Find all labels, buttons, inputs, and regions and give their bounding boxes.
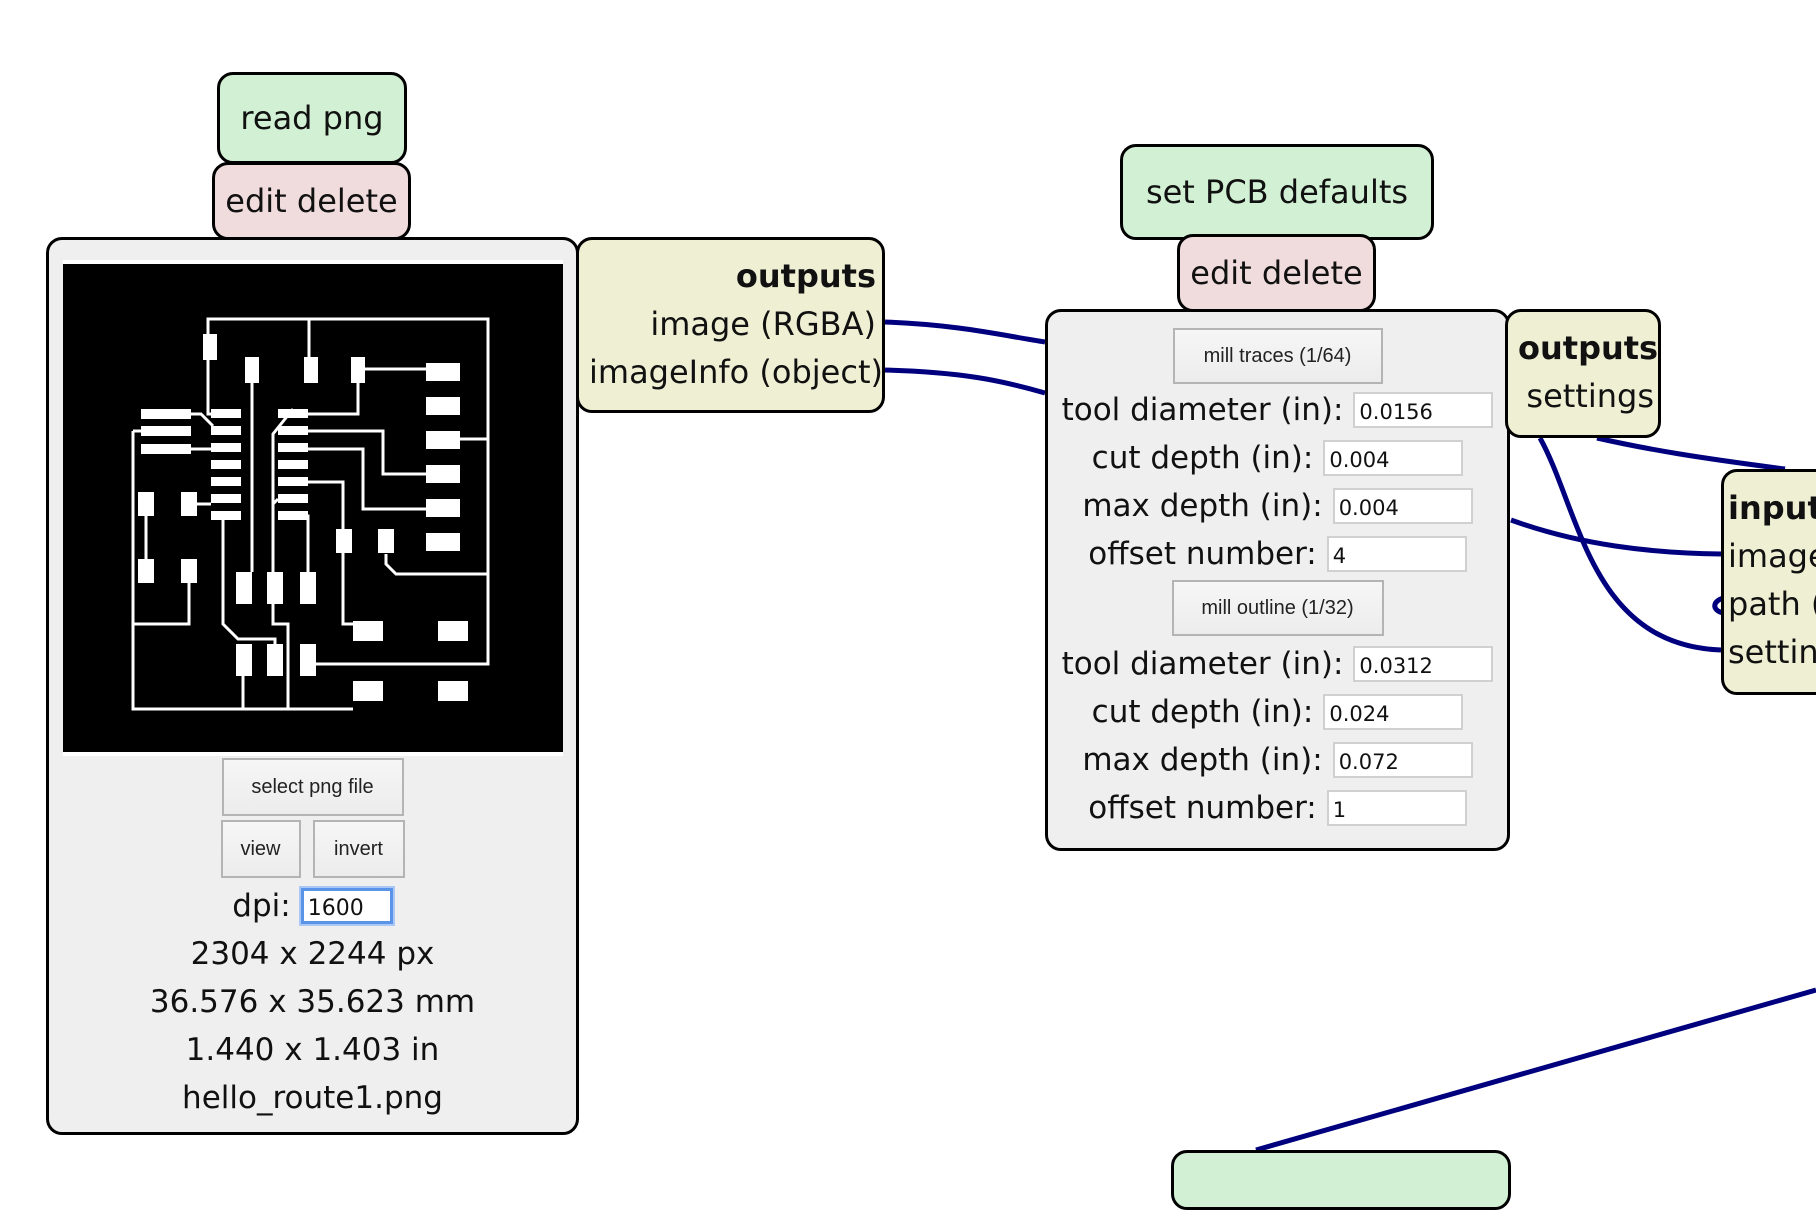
outline-offset-number-label: offset number: xyxy=(1088,790,1317,826)
read-png-title[interactable]: read png xyxy=(217,72,407,164)
traces-offset-number-input[interactable] xyxy=(1326,536,1467,572)
outline-max-depth-row: max depth (in): xyxy=(1048,736,1507,784)
mill-traces-button[interactable]: mill traces (1/64) xyxy=(1172,328,1383,384)
traces-tool-diameter-row: tool diameter (in): xyxy=(1048,386,1507,434)
outputs-title: outputs xyxy=(1518,329,1659,367)
pcb-defaults-outputs: outputs settings xyxy=(1505,309,1661,438)
outputs-title: outputs xyxy=(735,257,876,295)
view-button[interactable]: view xyxy=(220,820,301,878)
wire-image-to-pcb xyxy=(884,319,1046,345)
output-port-image[interactable]: image (RGBA) xyxy=(650,305,876,343)
wire-pcb-to-input-image xyxy=(1510,517,1722,557)
inputs-title: inputs xyxy=(1728,489,1816,527)
outline-cut-depth-label: cut depth (in): xyxy=(1091,694,1314,730)
traces-offset-number-label: offset number: xyxy=(1088,536,1317,572)
traces-tool-diameter-label: tool diameter (in): xyxy=(1061,392,1344,428)
input-port-settings[interactable]: settings xyxy=(1728,633,1816,671)
pcb-defaults-actions-label[interactable]: edit delete xyxy=(1190,254,1363,292)
invert-button[interactable]: invert xyxy=(312,820,405,878)
traces-max-depth-label: max depth (in): xyxy=(1082,488,1323,524)
input-port-path[interactable]: path ( xyxy=(1728,585,1816,623)
traces-max-depth-row: max depth (in): xyxy=(1048,482,1507,530)
read-png-title-label: read png xyxy=(240,99,384,137)
outline-max-depth-label: max depth (in): xyxy=(1082,742,1323,778)
dpi-input[interactable] xyxy=(300,888,393,924)
select-png-file-button[interactable]: select png file xyxy=(221,758,404,816)
outline-tool-diameter-row: tool diameter (in): xyxy=(1048,640,1507,688)
input-port-image[interactable]: image xyxy=(1728,537,1816,575)
traces-offset-number-row: offset number: xyxy=(1048,530,1507,578)
outline-tool-diameter-label: tool diameter (in): xyxy=(1061,646,1344,682)
connection-wires xyxy=(884,319,1816,1153)
next-module-inputs: inputs image path ( settings xyxy=(1721,469,1816,695)
pcb-defaults-title-label: set PCB defaults xyxy=(1145,173,1409,211)
size-in: 1.440 x 1.403 in xyxy=(185,1032,440,1068)
wire-imageinfo-to-pcb xyxy=(884,367,1046,396)
outline-cut-depth-input[interactable] xyxy=(1323,694,1464,730)
size-px: 2304 x 2244 px xyxy=(190,936,435,972)
traces-max-depth-input[interactable] xyxy=(1332,488,1473,524)
wire-to-bottom-module xyxy=(1255,987,1816,1153)
pcb-preview-image xyxy=(63,260,563,756)
bottom-module-title[interactable] xyxy=(1171,1150,1511,1210)
read-png-actions-label[interactable]: edit delete xyxy=(225,182,398,220)
outline-offset-number-input[interactable] xyxy=(1326,790,1467,826)
pcb-traces-graphic xyxy=(131,317,490,711)
outline-tool-diameter-input[interactable] xyxy=(1353,646,1494,682)
wire-settings-to-input-top xyxy=(1596,435,1786,472)
traces-cut-depth-row: cut depth (in): xyxy=(1048,434,1507,482)
size-mm: 36.576 x 35.623 mm xyxy=(149,984,476,1020)
pcb-defaults-actions[interactable]: edit delete xyxy=(1177,234,1376,312)
wire-settings-to-input-settings xyxy=(1537,436,1722,653)
mill-outline-button[interactable]: mill outline (1/32) xyxy=(1171,580,1384,636)
output-port-settings[interactable]: settings xyxy=(1526,377,1654,415)
read-png-outputs: outputs image (RGBA) imageInfo (object) xyxy=(576,237,885,413)
outline-max-depth-input[interactable] xyxy=(1332,742,1473,778)
pcb-defaults-panel: mill traces (1/64) tool diameter (in): c… xyxy=(1045,309,1510,851)
outline-offset-number-row: offset number: xyxy=(1048,784,1507,832)
traces-tool-diameter-input[interactable] xyxy=(1353,392,1494,428)
filename: hello_route1.png xyxy=(182,1080,443,1116)
traces-cut-depth-label: cut depth (in): xyxy=(1091,440,1314,476)
output-port-imageinfo[interactable]: imageInfo (object) xyxy=(589,353,883,391)
read-png-actions[interactable]: edit delete xyxy=(212,162,411,240)
dpi-label: dpi: xyxy=(232,888,291,924)
outline-cut-depth-row: cut depth (in): xyxy=(1048,688,1507,736)
pcb-defaults-title[interactable]: set PCB defaults xyxy=(1120,144,1434,240)
wire-path-loop xyxy=(1712,595,1725,616)
traces-cut-depth-input[interactable] xyxy=(1323,440,1464,476)
